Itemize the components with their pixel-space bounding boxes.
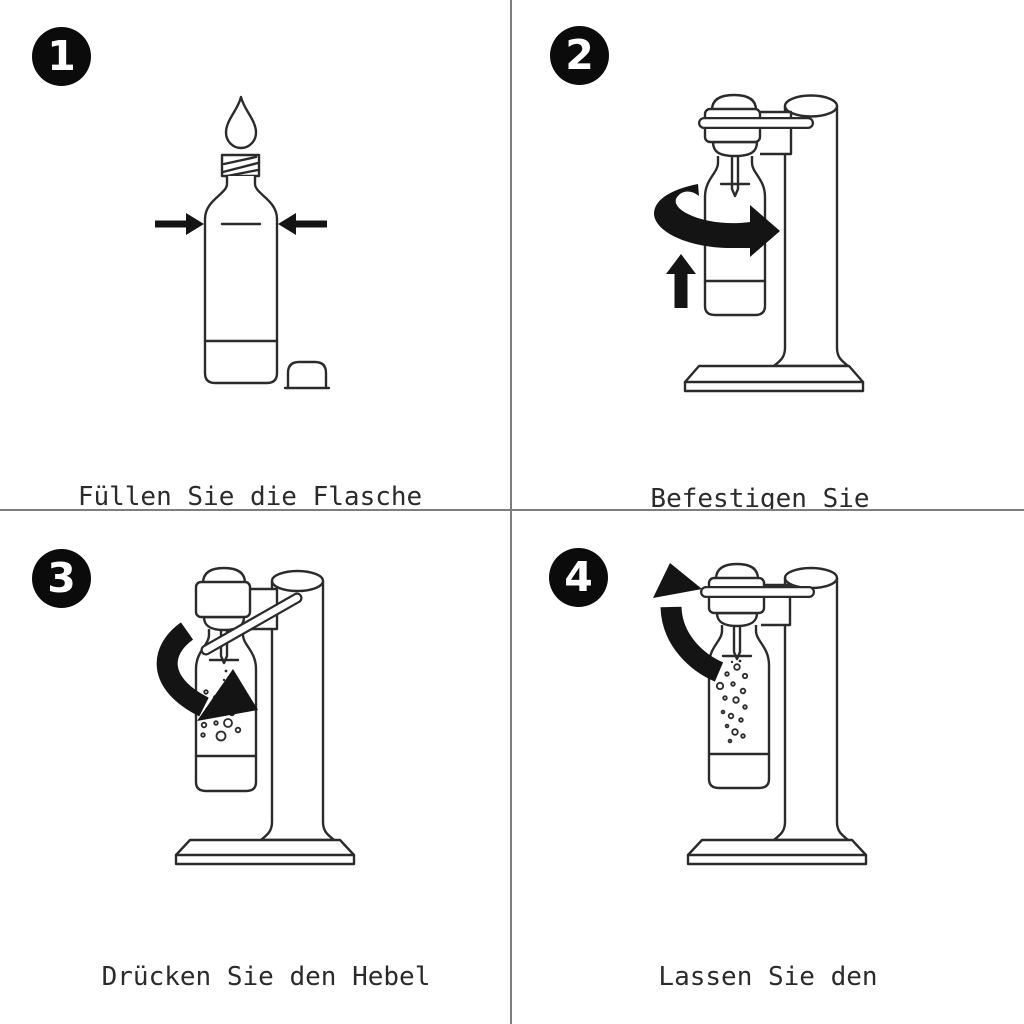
rotation-arrow-icon — [654, 184, 780, 257]
step-3-caption: Drücken Sie den Hebel nach unten, bis Si… — [11, 895, 510, 1024]
step-4-caption: Lassen Sie den Hebel los, fertig! — [512, 892, 1024, 1024]
bubbles — [715, 659, 749, 744]
arrow-right-icon — [155, 213, 204, 235]
step-2-illustration — [654, 93, 865, 393]
horizontal-divider — [0, 509, 1024, 511]
tower-top-cap — [270, 569, 325, 593]
head-collar — [202, 615, 246, 632]
caption-line: Lassen Sie den — [658, 962, 878, 992]
step-1-panel: 1 Füllen Sie die Flasche mit kaltem Wass… — [0, 0, 510, 509]
caption-line: Drücken Sie den Hebel — [101, 962, 431, 992]
machine-base — [683, 364, 865, 393]
soda-maker-icon — [686, 562, 868, 866]
bottle-body — [203, 176, 279, 385]
head-collar — [711, 140, 759, 158]
tower-top-cap — [783, 94, 839, 118]
step-4-panel: 4 Lassen Sie den Hebel los, fertig! — [512, 511, 1024, 1024]
step-4-illustration — [653, 562, 868, 866]
nozzle-tube — [732, 625, 742, 661]
bottle-body — [707, 625, 771, 790]
head-dome — [201, 566, 247, 584]
carbonator-head — [194, 580, 252, 619]
bottle-thread-lines — [221, 155, 260, 178]
nozzle-tube — [730, 156, 740, 198]
release-up-arrow-icon — [653, 563, 724, 682]
head-dome — [714, 562, 760, 580]
up-arrow-icon — [666, 254, 696, 308]
machine-base — [686, 838, 868, 866]
arrow-left-icon — [278, 213, 327, 235]
step-number-badge: 4 — [549, 548, 608, 607]
step-number-badge: 2 — [550, 26, 609, 85]
bottle-icon — [203, 153, 279, 385]
head-dome — [710, 93, 758, 111]
step-1-caption: Füllen Sie die Flasche mit kaltem Wasser… — [0, 412, 505, 509]
step-number-badge: 3 — [32, 549, 91, 608]
step-number-badge: 1 — [32, 27, 91, 86]
caption-line: Füllen Sie die Flasche — [77, 482, 423, 509]
step-2-panel: 2 Befestigen Sie die Flasche. — [512, 0, 1024, 509]
step-3-illustration — [156, 566, 356, 866]
water-drop-icon — [224, 95, 258, 150]
bottle-cap-icon — [283, 360, 331, 390]
step-3-panel: 3 Drücken Sie den Hebel nach unten, bis … — [0, 511, 510, 1024]
step-1-illustration — [155, 95, 331, 390]
vertical-divider — [510, 0, 512, 1024]
caption-line: Befestigen Sie — [650, 484, 870, 509]
head-collar — [715, 611, 759, 628]
machine-base — [174, 838, 356, 866]
press-down-arrow-icon — [156, 622, 258, 721]
tower-top-cap — [783, 566, 839, 590]
step-2-caption: Befestigen Sie die Flasche. — [512, 414, 1016, 509]
